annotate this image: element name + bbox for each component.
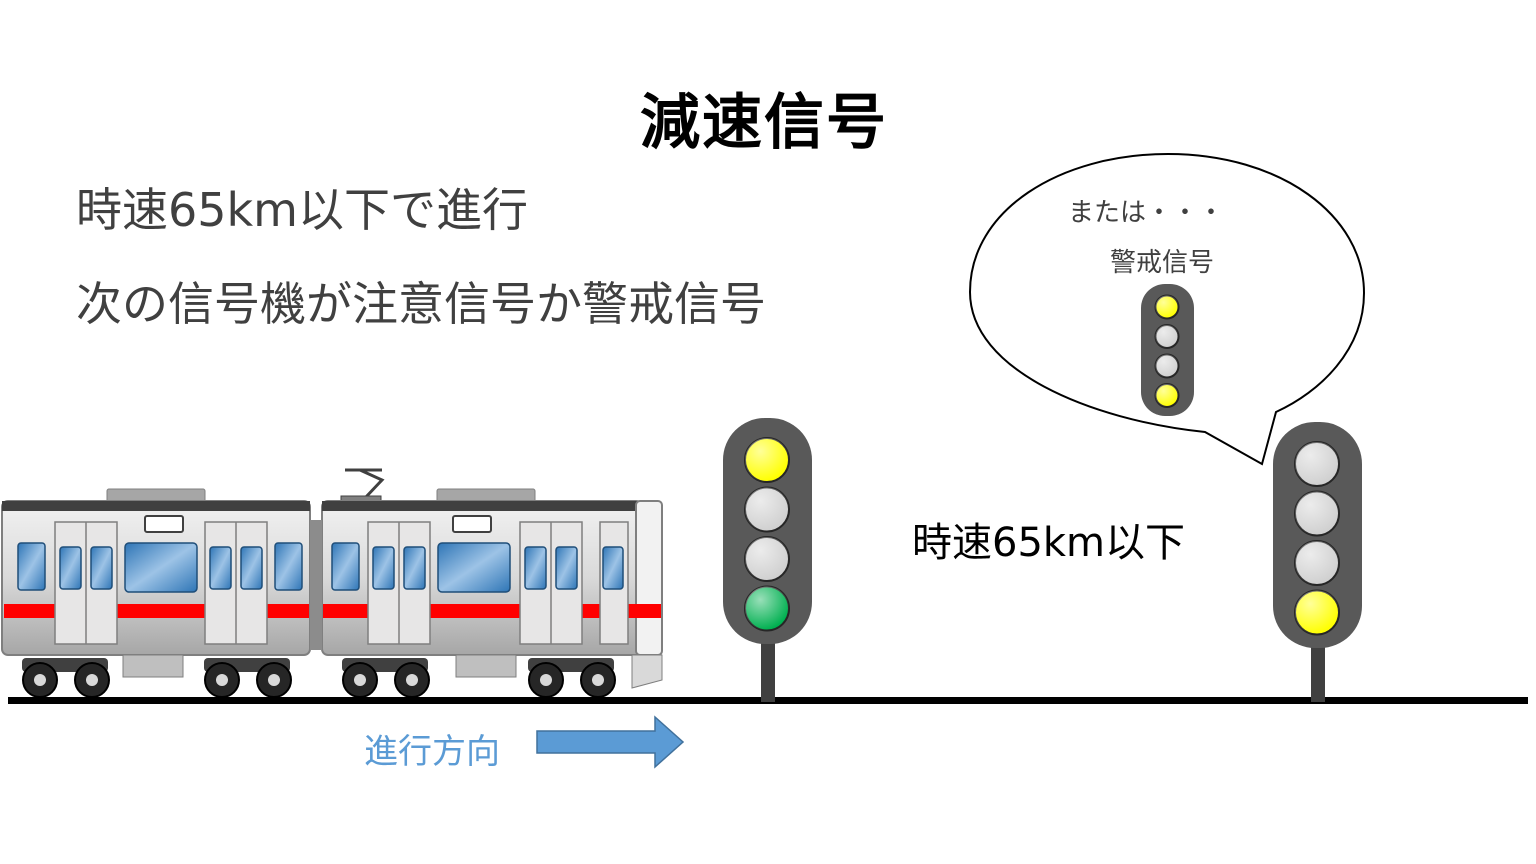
train-front: [635, 500, 663, 656]
near-signal-lamp-4-shine: [745, 586, 789, 631]
bubble-signal-lamps: [1154, 294, 1180, 408]
description-line-1: 時速65km以下で進行: [76, 183, 528, 237]
page-title: 減速信号: [640, 88, 888, 158]
bubble-signal-lamp-1-shine: [1155, 295, 1179, 319]
speed-limit-label: 時速65km以下: [912, 520, 1186, 566]
far-signal-pole: [1311, 638, 1325, 702]
bubble-signal-lamp-4-shine: [1155, 384, 1179, 407]
direction-arrow: [536, 715, 685, 769]
bogies: [22, 658, 614, 672]
near-signal-lamp-1-shine: [745, 438, 789, 482]
far-signal-lamp-2-shine: [1295, 491, 1339, 536]
near-signal-pole: [761, 636, 775, 702]
bubble-signal-lamp-3-shine: [1155, 354, 1179, 378]
far-signal-lamp-3-shine: [1295, 541, 1339, 585]
direction-label: 進行方向: [364, 732, 500, 772]
pantograph: [340, 468, 385, 503]
train: [1, 468, 663, 698]
bubble-signal-name: 警戒信号: [1110, 248, 1215, 278]
bubble-signal-body: [1141, 284, 1194, 416]
near-signal-lamp-3-shine: [745, 537, 789, 581]
wheels: [22, 662, 616, 698]
far-signal-lamp-4-shine: [1295, 590, 1339, 635]
near-signal-lamps: [744, 437, 790, 632]
description-line-2: 次の信号機が注意信号か警戒信号: [76, 277, 766, 331]
far-signal-lamps: [1294, 441, 1340, 636]
far-signal-lamp-1-shine: [1295, 442, 1339, 486]
near-signal-lamp-2-shine: [745, 487, 789, 532]
bubble-text: または・・・: [1068, 198, 1225, 228]
bubble-signal-lamp-2-shine: [1155, 325, 1179, 348]
